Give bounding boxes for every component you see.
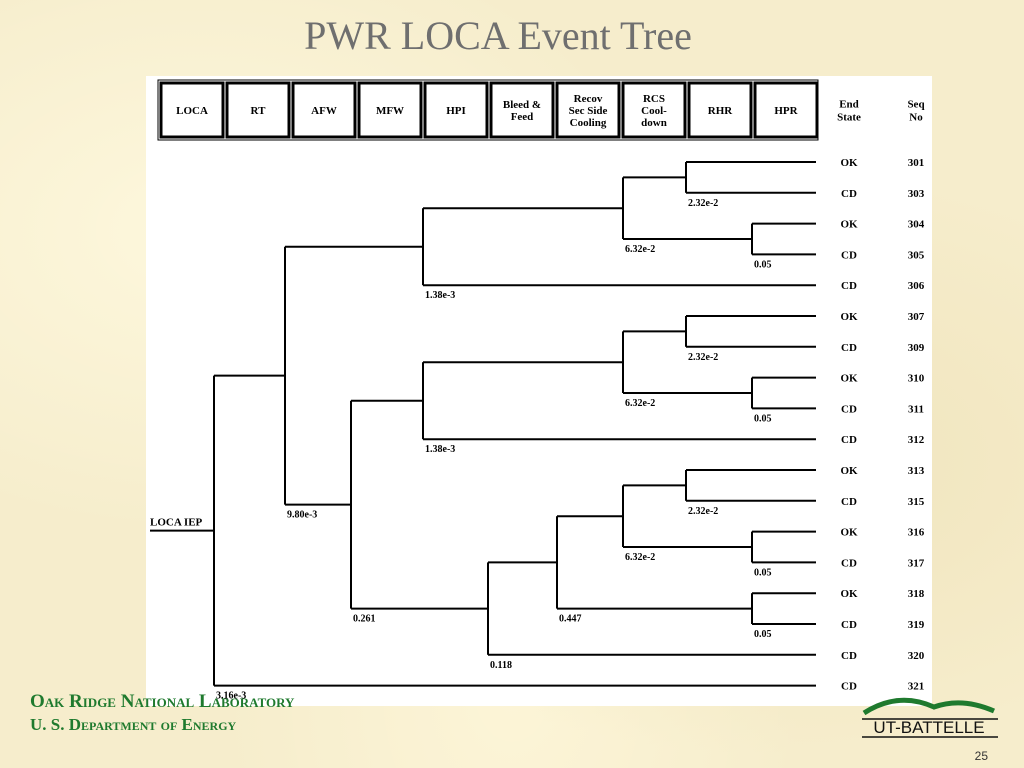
seq-no-10: 313: [908, 465, 925, 477]
prob-label-10: 6.32e-2: [625, 552, 655, 563]
footer-line-2: U. S. Department of Energy: [30, 715, 237, 734]
footer-line-1: Oak Ridge National Laboratory: [30, 691, 295, 712]
seq-no-0: 301: [908, 157, 925, 169]
header-box-3: [357, 81, 423, 139]
seq-no-12: 316: [908, 527, 925, 539]
header-label-2: AFW: [311, 105, 337, 117]
prob-label-6: 0.05: [754, 413, 772, 424]
ut-battelle-logo: UT-BATTELLE: [862, 697, 998, 738]
prob-label-16: 3.16e-3: [216, 691, 246, 702]
prob-label-12: 0.447: [559, 614, 582, 625]
prob-label-2: 0.05: [754, 259, 772, 270]
end-state-14: OK: [840, 588, 858, 600]
seq-no-2: 304: [908, 219, 925, 231]
slide-title: PWR LOCA Event Tree: [304, 13, 692, 58]
prob-label-1: 6.32e-2: [625, 244, 655, 255]
prob-label-4: 2.32e-2: [688, 352, 718, 363]
end-state-6: CD: [841, 342, 857, 354]
logo-roof-arc: [862, 697, 996, 716]
seq-no-14: 318: [908, 588, 925, 600]
header-box-2: [291, 81, 357, 139]
end-state-17: CD: [841, 681, 857, 693]
header-box-9: [753, 81, 819, 139]
logo-text: UT-BATTELLE: [873, 718, 984, 737]
prob-label-13: 0.05: [754, 629, 772, 640]
page-number: 25: [974, 749, 988, 763]
end-state-7: OK: [840, 373, 858, 385]
header-label-9: HPR: [774, 105, 798, 117]
prob-label-9: 2.32e-2: [688, 506, 718, 517]
header-label-3: MFW: [376, 105, 404, 117]
prob-label-7: 1.38e-3: [425, 444, 455, 455]
end-state-1: CD: [841, 188, 857, 200]
seq-no-7: 310: [908, 373, 925, 385]
seq-no-16: 320: [908, 650, 925, 662]
end-state-16: CD: [841, 650, 857, 662]
seq-no-6: 309: [908, 342, 925, 354]
end-state-11: CD: [841, 496, 857, 508]
prob-label-15: 0.118: [490, 660, 512, 671]
seq-no-4: 306: [908, 280, 925, 292]
header-label-5: Bleed &Feed: [503, 99, 541, 123]
seq-no-3: 305: [908, 249, 925, 261]
end-state-4: CD: [841, 280, 857, 292]
prob-label-11: 0.05: [754, 567, 772, 578]
prob-label-14: 0.261: [353, 614, 376, 625]
seq-no-9: 312: [908, 434, 925, 446]
seq-no-17: 321: [908, 681, 925, 693]
initiator-label: LOCA IEP: [150, 517, 203, 529]
seq-no-11: 315: [908, 496, 925, 508]
prob-label-3: 1.38e-3: [425, 290, 455, 301]
header-box-1: [225, 81, 291, 139]
prob-label-5: 6.32e-2: [625, 398, 655, 409]
header-box-7: [621, 81, 687, 139]
end-state-5: OK: [840, 311, 858, 323]
end-state-13: CD: [841, 557, 857, 569]
header-box-6: [555, 81, 621, 139]
header-label-8: RHR: [708, 105, 734, 117]
end-state-12: OK: [840, 527, 858, 539]
seq-no-15: 319: [908, 619, 925, 631]
seq-no-1: 303: [908, 188, 925, 200]
seq-no-5: 307: [908, 311, 925, 323]
end-state-8: CD: [841, 403, 857, 415]
header-box-0: [159, 81, 225, 139]
header-box-4: [423, 81, 489, 139]
end-state-3: CD: [841, 249, 857, 261]
header-box-5: [489, 81, 555, 139]
end-state-0: OK: [840, 157, 858, 169]
end-state-10: OK: [840, 465, 858, 477]
ornl-footer: Oak Ridge National Laboratory U. S. Depa…: [30, 690, 294, 736]
header-label-4: HPI: [446, 105, 466, 117]
seq-no-8: 311: [908, 403, 924, 415]
end-state-2: OK: [840, 219, 858, 231]
end-state-9: CD: [841, 434, 857, 446]
prob-label-0: 2.32e-2: [688, 198, 718, 209]
end-state-15: CD: [841, 619, 857, 631]
seq-no-13: 317: [908, 557, 925, 569]
prob-label-8: 9.80e-3: [287, 510, 317, 521]
header-label-1: RT: [251, 105, 267, 117]
header-label-0: LOCA: [176, 105, 208, 117]
header-box-8: [687, 81, 753, 139]
